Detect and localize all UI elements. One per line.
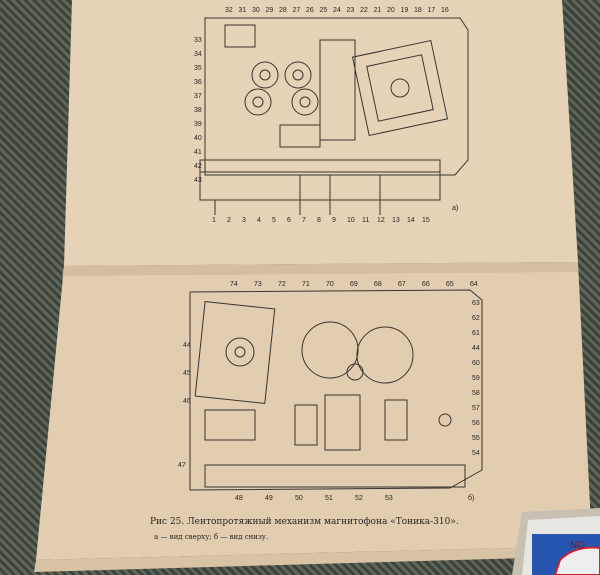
part-number-label: 10: [347, 217, 355, 224]
part-number-label: 46: [183, 398, 191, 405]
view-label-a: а): [452, 205, 458, 212]
part-number-label: 43: [194, 177, 202, 184]
part-number-label: 38: [194, 107, 202, 114]
part-number-label: 35: [194, 65, 202, 72]
part-number-label: 42: [194, 163, 202, 170]
part-number-label: 4: [257, 217, 261, 224]
view-label-b: б): [468, 494, 474, 502]
figure-subcaption: а — вид сверху; б — вид снизу.: [154, 533, 268, 541]
part-number-label: 69: [350, 281, 358, 288]
part-number-label: 32: [225, 7, 233, 14]
part-number-label: 67: [398, 281, 406, 288]
part-number-label: 33: [194, 37, 202, 44]
part-number-label: 30: [252, 7, 260, 14]
bottom-page: [36, 262, 592, 560]
part-number-label: 41: [194, 149, 202, 156]
diagram-bottom: [189, 289, 483, 491]
part-number-label: 68: [374, 281, 382, 288]
part-number-label: 23: [347, 7, 355, 14]
part-number-label: 3: [242, 217, 246, 224]
part-number-label: 34: [194, 51, 202, 58]
part-number-label: 61: [472, 330, 480, 337]
part-number-label: 36: [194, 79, 202, 86]
part-number-label: 45: [183, 370, 191, 377]
part-number-label: 6: [287, 217, 291, 224]
part-number-label: 7: [302, 217, 306, 224]
part-number-label: 22: [360, 7, 368, 14]
matchbox: NO: [512, 508, 600, 575]
part-number-label: 5: [272, 217, 276, 224]
page-edge: [34, 546, 596, 572]
part-number-label: 39: [194, 121, 202, 128]
part-number-label: 52: [355, 495, 363, 502]
part-number-label: 50: [295, 495, 303, 502]
part-number-label: 40: [194, 135, 202, 142]
top-page: [64, 0, 578, 266]
part-number-label: 19: [401, 7, 409, 14]
part-number-label: 55: [472, 435, 480, 442]
page-fold-shadow: [62, 262, 578, 276]
part-number-label: 18: [414, 7, 422, 14]
part-number-label: 1: [212, 217, 216, 224]
diagram-top: [199, 17, 469, 215]
part-number-label: 54: [472, 450, 480, 457]
figure-caption: Рис 25. Лентопротяжный механизм магнитоф…: [150, 517, 459, 527]
matchbox-text: NO: [570, 540, 585, 551]
part-number-label: 28: [279, 7, 287, 14]
part-number-label: 27: [293, 7, 301, 14]
part-number-label: 31: [239, 7, 247, 14]
part-number-label: 73: [254, 281, 262, 288]
part-number-label: 37: [194, 93, 202, 100]
part-number-label: 65: [446, 281, 454, 288]
part-number-label: 66: [422, 281, 430, 288]
part-number-label: 8: [317, 217, 321, 224]
part-number-label: 15: [422, 217, 430, 224]
part-number-label: 58: [472, 390, 480, 397]
part-number-label: 17: [428, 7, 436, 14]
part-number-label: 64: [470, 281, 478, 288]
part-number-label: 56: [472, 420, 480, 427]
part-number-label: 59: [472, 375, 480, 382]
part-number-label: 60: [472, 360, 480, 367]
part-number-label: 72: [278, 281, 286, 288]
part-number-label: 20: [387, 7, 395, 14]
part-number-label: 26: [306, 7, 314, 14]
part-number-label: 49: [265, 495, 273, 502]
part-number-label: 47: [178, 462, 186, 469]
part-number-label: 63: [472, 300, 480, 307]
part-number-label: 16: [441, 7, 449, 14]
part-number-label: 44: [183, 342, 191, 349]
part-number-label: 2: [227, 217, 231, 224]
part-number-label: 9: [332, 217, 336, 224]
part-number-label: 74: [230, 281, 238, 288]
part-number-label: 14: [407, 217, 415, 224]
part-number-label: 51: [325, 495, 333, 502]
part-number-label: 11: [362, 217, 369, 224]
part-number-label: 21: [374, 7, 382, 14]
part-number-label: 71: [302, 281, 310, 288]
part-number-label: 44: [472, 345, 480, 352]
part-number-label: 48: [235, 495, 243, 502]
part-number-label: 62: [472, 315, 480, 322]
part-number-label: 53: [385, 495, 393, 502]
part-number-label: 24: [333, 7, 341, 14]
part-number-label: 29: [266, 7, 274, 14]
part-number-label: 13: [392, 217, 400, 224]
part-number-label: 25: [320, 7, 328, 14]
part-number-label: 70: [326, 281, 334, 288]
part-number-label: 57: [472, 405, 480, 412]
part-number-label: 12: [377, 217, 385, 224]
